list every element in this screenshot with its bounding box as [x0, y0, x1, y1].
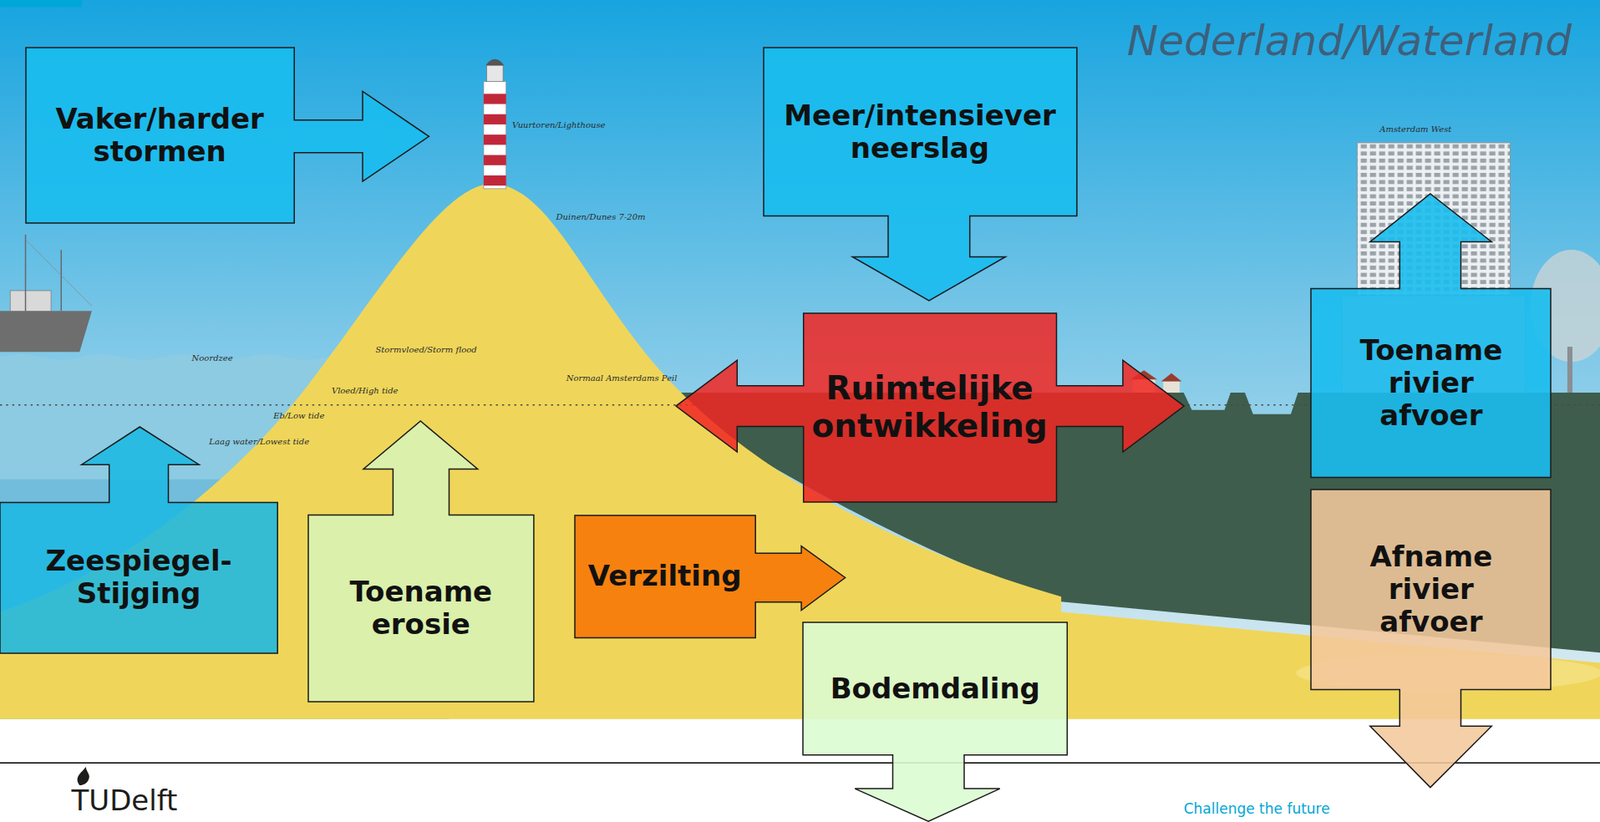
block-arrow-shape — [0, 426, 278, 654]
block-arrow-box: Bodemdaling — [802, 622, 1067, 822]
block-arrow-outline — [308, 421, 534, 702]
illustration-label: Laag water/Lowest tide — [208, 436, 310, 447]
block-arrow-outline — [574, 515, 846, 639]
text-area: Vaker/harder stormen — [25, 47, 295, 224]
illustration-label: Eb/Low tide — [273, 411, 325, 421]
block-arrow-box: Vaker/harder stormen — [25, 47, 429, 224]
block-arrow-box: Meer/intensiever neerslag — [763, 47, 1077, 301]
box-label: Toename erosie — [314, 575, 528, 641]
block-arrow-shape — [763, 47, 1077, 301]
block-arrow-outline — [25, 47, 429, 224]
block-arrow-outline — [763, 47, 1077, 301]
illustration-label: Vloed/High tide — [331, 386, 399, 396]
illustration-label: Vuurtoren/Lighthouse — [512, 120, 605, 130]
text-area: Toename rivier afvoer — [1310, 289, 1551, 478]
block-arrow-box: Verzilting — [574, 515, 846, 639]
logo-flame — [77, 766, 90, 786]
box-label: Afname rivier afvoer — [1335, 540, 1528, 639]
illustration-label: Normaal Amsterdams Peil — [566, 373, 678, 383]
box-label: Ruimtelijke ontwikkeling — [809, 370, 1050, 446]
block-arrow-box: Toename erosie — [308, 421, 534, 702]
ship — [0, 234, 92, 352]
block-arrow-outline — [1310, 193, 1551, 478]
lighthouse — [483, 59, 507, 189]
block-arrow-outline — [0, 426, 278, 654]
logo-text: TUDelft — [71, 783, 178, 818]
text-area: Zeespiegel-Stijging — [0, 502, 278, 654]
footer-rule — [0, 761, 1600, 764]
text-area: Toename erosie — [308, 515, 534, 702]
block-arrow-shape — [802, 622, 1067, 822]
block-arrow-outline — [1310, 489, 1551, 788]
block-arrow-box: Zeespiegel-Stijging — [0, 426, 278, 654]
block-arrow-outline — [802, 622, 1067, 822]
block-arrow-box: Ruimtelijke ontwikkeling — [675, 313, 1184, 503]
block-arrow-box: Toename rivier afvoer — [1310, 193, 1551, 478]
slogan: Challenge the future — [1183, 800, 1331, 818]
text-area: Meer/intensiever neerslag — [763, 47, 1077, 217]
text-area: Ruimtelijke ontwikkeling — [802, 313, 1057, 503]
box-label: Bodemdaling — [830, 672, 1041, 706]
illustration-label: Amsterdam West — [1379, 124, 1452, 134]
block-arrow-shape — [25, 47, 429, 224]
block-arrow-outline — [675, 313, 1184, 503]
corner-tab — [0, 0, 82, 8]
box-label: Verzilting — [588, 559, 742, 593]
diagram-title: Nederland/Waterland — [1127, 16, 1572, 66]
block-arrow-box: Afname rivier afvoer — [1310, 489, 1551, 788]
block-arrow-shape — [1310, 489, 1551, 788]
box-label: Meer/intensiever neerslag — [770, 99, 1071, 165]
block-arrow-shape — [308, 421, 534, 702]
box-label: Toename rivier afvoer — [1335, 334, 1528, 432]
illustration-label: Duinen/Dunes 7-20m — [556, 212, 646, 222]
illustration-label: Stormvloed/Storm flood — [375, 345, 477, 355]
box-label: Vaker/harder stormen — [32, 102, 288, 168]
text-area: Afname rivier afvoer — [1310, 489, 1551, 690]
text-area: Verzilting — [574, 515, 756, 639]
illustration-label: Noordzee — [192, 353, 234, 363]
box-label: Zeespiegel-Stijging — [6, 544, 271, 610]
text-area: Bodemdaling — [802, 622, 1067, 756]
